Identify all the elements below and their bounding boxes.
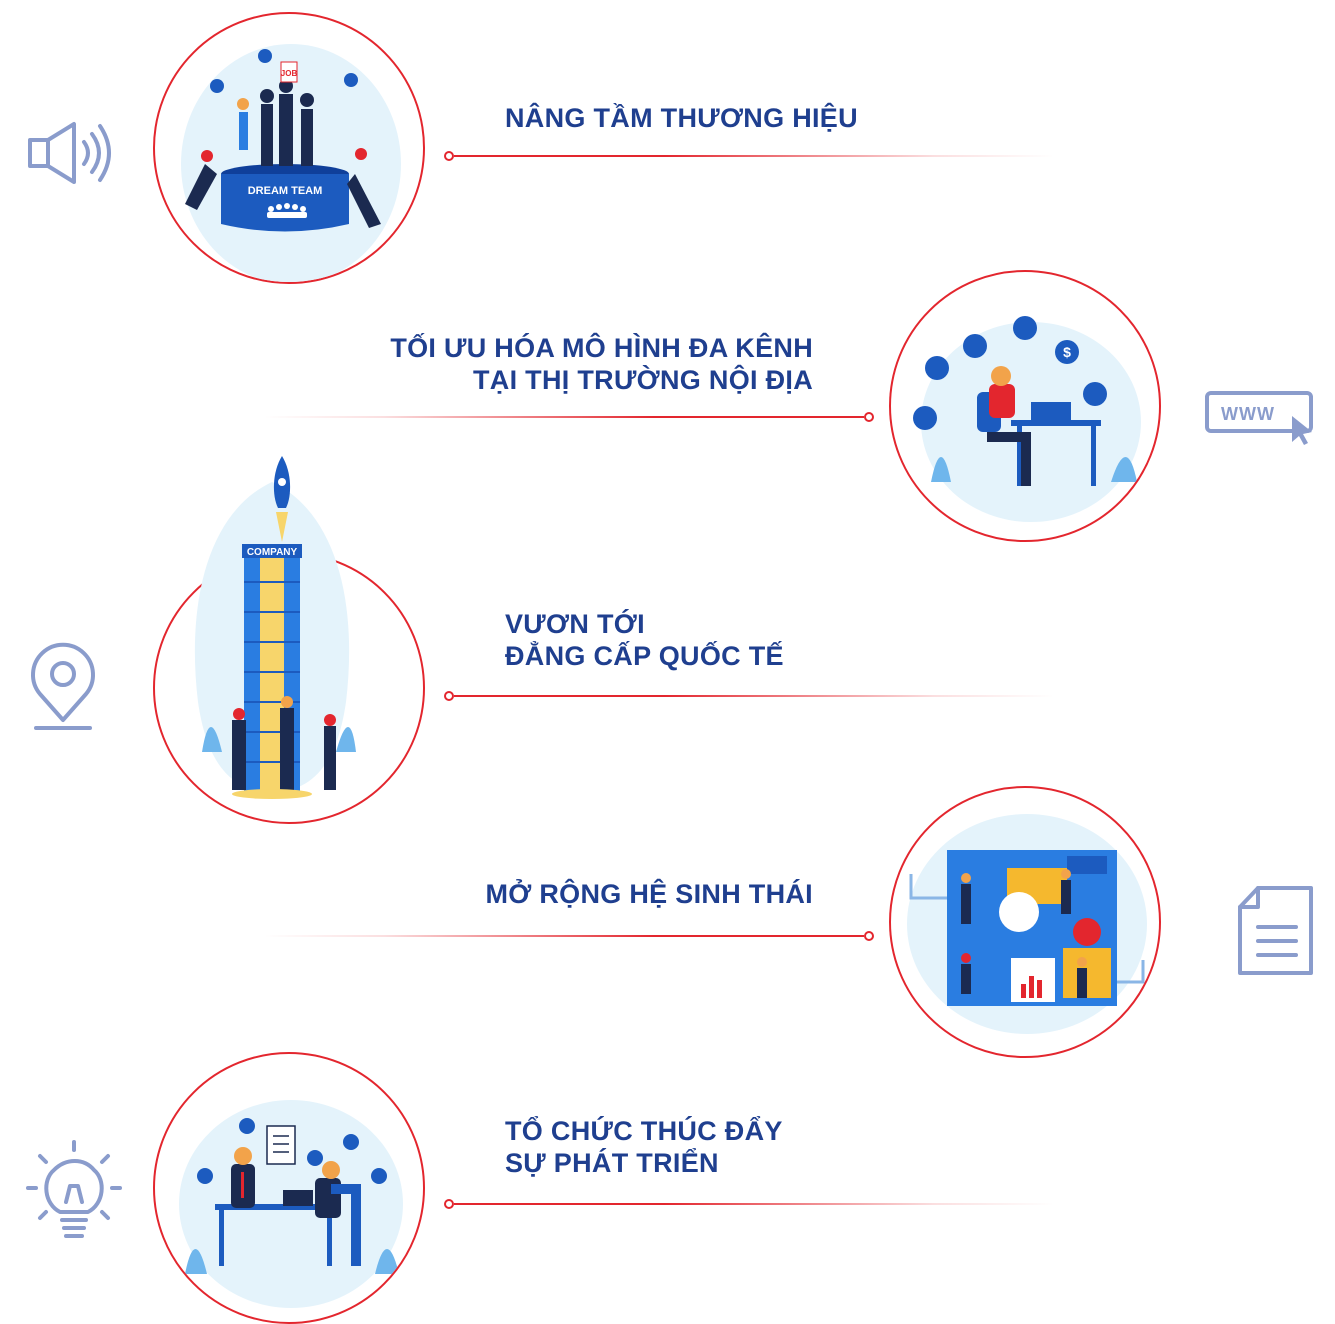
megaphone-icon: [26, 118, 120, 192]
international-connector-line: [454, 695, 1054, 697]
dream-team-label: DREAM TEAM: [248, 185, 323, 197]
omnichannel-connector-dot: [864, 412, 874, 422]
brand-connector-dot: [444, 151, 454, 161]
international-illustration: COMPANY: [186, 452, 358, 800]
lightbulb-icon: [26, 1140, 122, 1244]
growth-connector-dot: [444, 1199, 454, 1209]
growth-connector-line: [454, 1203, 1054, 1205]
growth-heading-line-1: TỔ CHỨC THÚC ĐẨY: [505, 1116, 783, 1146]
international-heading-line-1: VƯƠN TỚI: [505, 609, 645, 639]
international-connector-dot: [444, 691, 454, 701]
omnichannel-heading: TỐI ƯU HÓA MÔ HÌNH ĐA KÊNH TẠI THỊ TRƯỜN…: [390, 332, 813, 396]
www-icon-label: WWW: [1221, 404, 1275, 424]
job-sign-label: JOB: [281, 69, 298, 78]
ecosystem-heading: MỞ RỘNG HỆ SINH THÁI: [485, 878, 813, 910]
ecosystem-illustration: [889, 786, 1161, 1058]
company-sign-label: COMPANY: [247, 547, 298, 558]
www-icon: WWW: [1204, 390, 1316, 446]
growth-heading-line-2: SỰ PHÁT TRIỂN: [505, 1148, 719, 1178]
location-pin-icon: [26, 640, 100, 736]
growth-illustration: [153, 1052, 425, 1324]
omnichannel-heading-line-2: TẠI THỊ TRƯỜNG NỘI ĐỊA: [472, 365, 813, 395]
svg-text:$: $: [1063, 344, 1071, 360]
international-heading-line-2: ĐẲNG CẤP QUỐC TẾ: [505, 641, 784, 671]
brand-heading: NÂNG TẦM THƯƠNG HIỆU: [505, 102, 858, 134]
ecosystem-connector-line: [264, 935, 864, 937]
ecosystem-connector-dot: [864, 931, 874, 941]
brand-illustration: JOB DREAM TEAM: [153, 12, 425, 284]
brand-heading-line-1: NÂNG TẦM THƯƠNG HIỆU: [505, 103, 858, 133]
brand-connector-line: [454, 155, 1054, 157]
international-heading: VƯƠN TỚI ĐẲNG CẤP QUỐC TẾ: [505, 608, 784, 672]
growth-heading: TỔ CHỨC THÚC ĐẨY SỰ PHÁT TRIỂN: [505, 1115, 783, 1179]
omnichannel-connector-line: [264, 416, 864, 418]
omnichannel-illustration: $: [889, 270, 1161, 542]
ecosystem-heading-line-1: MỞ RỘNG HỆ SINH THÁI: [485, 879, 813, 909]
document-icon: [1236, 885, 1316, 977]
omnichannel-heading-line-1: TỐI ƯU HÓA MÔ HÌNH ĐA KÊNH: [390, 333, 813, 363]
